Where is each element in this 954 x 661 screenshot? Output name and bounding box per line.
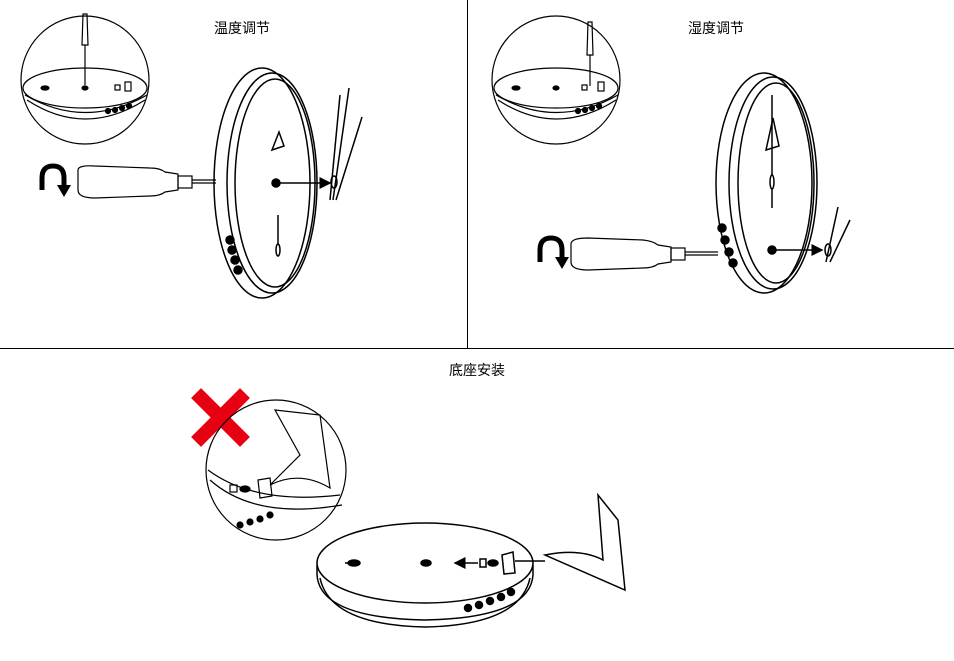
humidity-gauge (715, 72, 851, 294)
rotate-ccw-icon (537, 235, 569, 269)
temp-panel-title: 温度调节 (214, 21, 270, 37)
base-zoom-circle (205, 399, 347, 541)
screwdriver-icon (570, 237, 718, 271)
temp-gauge (213, 67, 363, 299)
humidity-panel-title: 湿度调节 (688, 21, 744, 37)
horizontal-divider (0, 348, 954, 349)
wrong-mark-icon (191, 388, 250, 447)
humidity-zoom-circle (491, 15, 621, 145)
base-panel-title: 底座安装 (449, 363, 505, 379)
base-disc (316, 492, 626, 628)
screwdriver-icon (77, 165, 216, 199)
temp-zoom-circle (20, 13, 150, 145)
rotate-ccw-icon (39, 163, 71, 197)
vertical-divider (467, 0, 468, 349)
